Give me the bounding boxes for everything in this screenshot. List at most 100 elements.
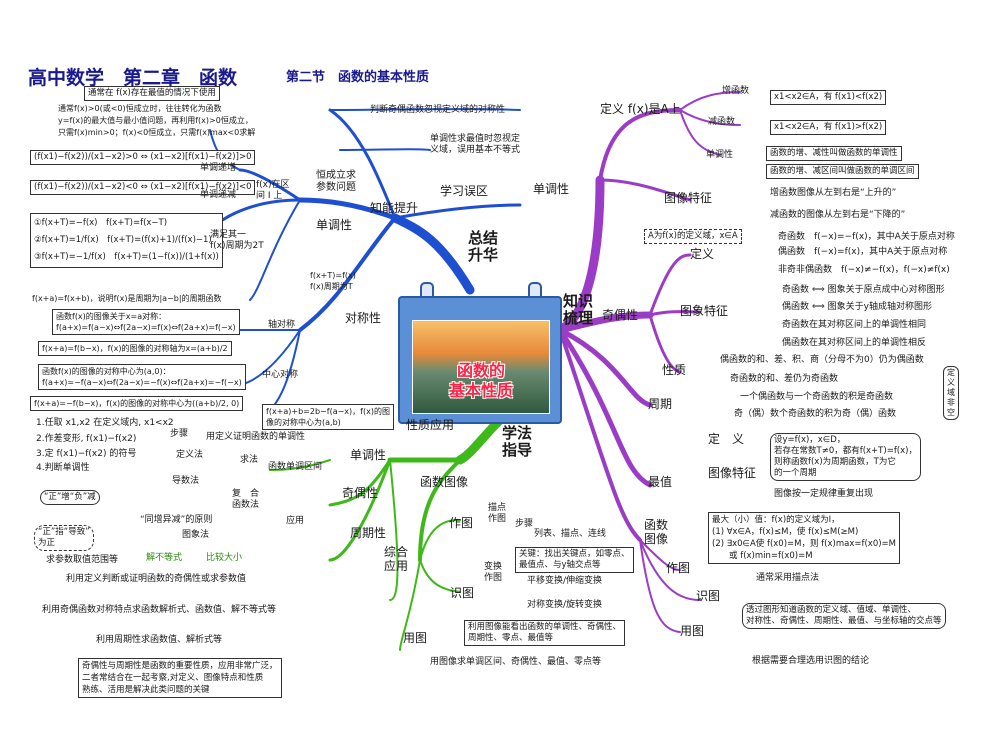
positive-inc-note: “正”增“负”减	[40, 490, 100, 505]
label-symmetry: 对称性	[345, 311, 382, 325]
label-method-draw: 作图	[449, 516, 474, 530]
label-app-mono: 单调性	[350, 448, 387, 462]
label-method-read: 识图	[450, 586, 475, 600]
label-read: 识图	[696, 589, 721, 603]
steps-text: 列表、描点、连线	[534, 529, 607, 539]
label-steps: 步骤	[170, 429, 189, 439]
period-t-text: f(x+T)=f(x) f(x)周期为T	[310, 271, 356, 291]
label-center-symmetry: 中心对称	[262, 370, 299, 380]
hint-box: 通常在 f(x)存在最值的情况下使用	[84, 86, 220, 101]
label-find: 求法	[240, 455, 259, 465]
label-draw: 作图	[666, 561, 691, 575]
mono-dec-formula: (f(x1)−f(x2))/(x1−x2)<0 ⇔ (x1−x2)[f(x1)−…	[30, 180, 256, 195]
label-graph-feature: 图像特征	[664, 191, 713, 205]
mono-def-1: 函数的增、减性叫做函数的单调性	[766, 146, 902, 161]
axis-symmetry-box: 函数f(x)的图像关于x=a对称： f(a+x)=f(a−x)⇔f(2a−x)=…	[52, 309, 240, 335]
label-composite: 复 合 函数法	[232, 489, 260, 510]
label-graph-method: 图象法	[182, 530, 210, 540]
method-use-text: 用图像求单调区间、奇偶性、最值、零点等	[430, 657, 602, 667]
label-inc-fn: 增函数	[722, 86, 750, 96]
label-interval: f(x)在区 间 I 上	[256, 180, 290, 201]
zheng-note: “正”指“导致” 为正	[34, 525, 94, 551]
period-ab-text: f(x+a)=f(x+b)，说明f(x)是周期为|a−b|的周期函数	[32, 294, 222, 303]
label-mono-sub: 单调性	[706, 150, 734, 160]
branch-summary: 总结 升华	[468, 229, 499, 264]
period-formula-box: ①f(x+T)=−f(x) f(x+T)=f(x−T) ②f(x+T)=1/f(…	[30, 213, 223, 268]
step-2: 2.作差变形, f(x1)−f(x2)	[36, 434, 137, 444]
combined-text: 奇偶性与周期性是函数的重要性质，应用非常广泛， 二者常结合在一起考察,对定义、图…	[78, 658, 282, 698]
step-1: 1.任取 x1,x2 在定义域内, x1<x2	[36, 418, 174, 428]
label-mono-interval: 函数单调区间	[268, 462, 323, 472]
label-combined: 综合 应用	[384, 545, 409, 573]
label-mono-def: 定义 f(x)是A上	[600, 102, 681, 116]
label-use: 用图	[680, 624, 705, 638]
use-text: 根据需要合理选用识图的结论	[752, 656, 870, 666]
odd-def: 奇函数 f(−x)=−f(x)，其中A关于原点对称	[778, 232, 955, 242]
nature-4: 奇（偶）数个奇函数的积为奇（偶）函数	[734, 409, 897, 419]
misconception-2: 单调性求最值时忽视定 义域，误用基本不等式	[430, 134, 521, 155]
label-apply: 应用	[286, 516, 305, 526]
landscape-image: 函数的 基本性质	[412, 320, 550, 414]
param-range: 求参数取值范围等	[46, 555, 119, 565]
method-read-text: 利用图像能看出函数的单调性、奇偶性、 周期性、零点、最值等	[464, 620, 626, 646]
mono-inc-formula: (f(x1)−f(x2))/(x1−x2)>0 ⇔ (x1−x2)[f(x1)−…	[30, 150, 256, 165]
label-summary-mono: 单调性	[316, 218, 353, 232]
label-transform: 变换 作图	[484, 562, 503, 583]
even-def: 偶函数 f(−x)=f(x)，其中A关于原点对称	[778, 247, 948, 257]
parity-app-text2: 利用奇偶函数对称特点求函数解析式、函数值、解不等式等	[42, 605, 277, 615]
label-def-method: 定义法	[176, 450, 204, 460]
label-dec-fn: 减函数	[708, 117, 736, 127]
graph-feature-2: 减函数的图像从左到右是“下降的”	[770, 210, 906, 220]
period-app-text: 利用周期性求函数值、解析式等	[96, 635, 223, 645]
dec-fn-def: x1<x2∈A，有 f(x1)>f(x2)	[770, 120, 887, 135]
label-knowledge-mono: 单调性	[533, 182, 570, 196]
label-plot: 描点 作图	[488, 503, 507, 524]
center-topic-label: 函数的 基本性质	[413, 361, 549, 401]
nature-3: 一个偶函数与一个奇函数的积是奇函数	[740, 392, 894, 402]
solve-inequality: 解不等式	[146, 553, 183, 563]
parity-app-text: 利用定义判断或证明函数的奇偶性或求参数值	[66, 574, 247, 584]
misconception-1: 判断奇偶函数忽视定义域的对称性	[370, 105, 506, 115]
label-derivative: 导数法	[172, 476, 200, 486]
def-proof: 用定义证明函数的单调性	[206, 432, 306, 442]
constant-text: 通常f(x)>0(或<0)恒成立时，往往转化为函数 y=f(x)的最大值与最小值…	[58, 104, 256, 137]
draw-text: 通常采用描点法	[756, 573, 820, 583]
label-method-use: 用图	[403, 631, 428, 645]
nature-2: 奇函数的和、差仍为奇函数	[730, 374, 839, 384]
odd-img: 奇函数 ⟺ 图象关于原点成中心对称图形	[782, 285, 945, 295]
branch-method: 学法 指导	[502, 424, 533, 459]
transform-2: 对称变换/旋转变换	[527, 600, 603, 610]
extreme-def: 最大（小）值：f(x)的定义域为I， (1) ∀x∈A，f(x)≤M，使 f(x…	[708, 512, 901, 564]
label-mono-inc: 单调递增	[200, 163, 237, 173]
label-img-feature: 图象特征	[680, 304, 729, 318]
domain-nonempty-note: 定 义 域 非 空	[943, 366, 959, 420]
label-fn-img: 函数图像	[420, 475, 469, 489]
label-period-def: 定 义	[708, 432, 745, 446]
label-extreme: 最值	[648, 475, 673, 489]
branch-knowledge: 知识 梳理	[563, 292, 594, 327]
step-3: 3.定 f(x1)−f(x2) 的符号	[36, 449, 137, 459]
center-label-line2: 基本性质	[448, 381, 513, 400]
odd-mono: 奇函数在其对称区间上的单调性相同	[782, 320, 927, 330]
step-4: 4.判断单调性	[36, 463, 90, 473]
transform-1: 平移变换/伸缩变换	[527, 576, 603, 586]
period-2t-note: 满足其一 f(x)周期为2T	[210, 230, 264, 251]
period-img-text: 图像按一定规律重复出现	[774, 489, 874, 499]
section-title: 第二节 函数的基本性质	[286, 70, 430, 85]
same-inc-rule: “同增异减”的原则	[140, 515, 213, 525]
neither-def: 非奇非偶函数 f(−x)≠−f(x)，f(−x)≠f(x)	[778, 265, 950, 275]
label-parity-def: 定义	[690, 247, 715, 261]
label-fn-graph: 函数 图像	[644, 518, 669, 546]
key-points: 关键：找出关键点，如零点、 最值点、与y轴交点等	[515, 547, 634, 573]
period-def-text: 设y=f(x)，x∈D， 若存在常数T≠0，都有f(x+T)=f(x)， 则称函…	[770, 433, 921, 481]
read-text: 透过图形知道函数的定义域、值域、单调性、 对称性、奇偶性、周期性、最值、与坐标轴…	[742, 603, 946, 629]
label-misconceptions: 学习误区	[440, 184, 489, 198]
compare-size: 比较大小	[206, 553, 243, 563]
label-ability: 知能提升	[370, 201, 419, 215]
center-topic-card: 函数的 基本性质	[398, 282, 562, 424]
inc-fn-def: x1<x2∈A，有 f(x1)<f(x2)	[770, 90, 887, 105]
even-img: 偶函数 ⟺ 图象关于y轴成轴对称图形	[782, 302, 932, 312]
center-symmetry-box: 函数f(x)的图像的对称中心为(a,0)： f(a+x)=−f(a−x)⇔f(2…	[38, 364, 246, 390]
